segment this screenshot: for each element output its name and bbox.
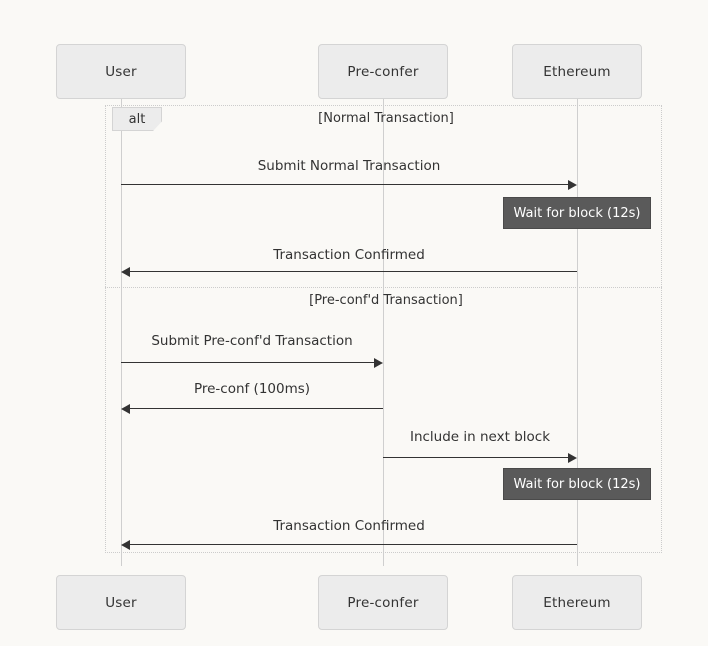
alt-frame-divider: [105, 287, 662, 288]
note-wait-for-block-2-label: Wait for block (12s): [513, 476, 641, 492]
message-text-submit-preconfd: Submit Pre-conf'd Transaction: [151, 333, 353, 349]
message-line-submit-normal: [121, 184, 568, 185]
actor-label-user-top: User: [105, 63, 137, 80]
note-wait-for-block-1: Wait for block (12s): [503, 197, 651, 229]
alt-branch-condition-2-label: [Pre-conf'd Transaction]: [309, 293, 463, 308]
message-label-transaction-confirmed-2: Transaction Confirmed: [121, 518, 577, 534]
alt-frame-tag: alt: [112, 107, 162, 131]
message-line-transaction-confirmed-2: [130, 544, 577, 545]
arrowhead-left-icon-preconf: [121, 404, 130, 414]
actor-label-preconfer-top: Pre-confer: [347, 63, 419, 80]
actor-box-ethereum-bottom[interactable]: Ethereum: [512, 575, 642, 630]
message-label-transaction-confirmed-1: Transaction Confirmed: [121, 247, 577, 263]
arrowhead-left-icon-transaction-confirmed-2: [121, 540, 130, 550]
message-text-preconf: Pre-conf (100ms): [193, 381, 311, 397]
arrowhead-right-icon-submit-normal: [568, 180, 577, 190]
lifeline-preconfer: [383, 99, 384, 566]
arrowhead-right-icon-include-next-block: [568, 453, 577, 463]
message-text-transaction-confirmed-1: Transaction Confirmed: [273, 247, 425, 263]
alt-frame: [105, 105, 662, 553]
note-wait-for-block-2: Wait for block (12s): [503, 468, 651, 500]
actor-label-ethereum-bottom: Ethereum: [543, 594, 611, 611]
message-label-submit-normal: Submit Normal Transaction: [121, 158, 577, 174]
alt-branch-condition-2: [Pre-conf'd Transaction]: [246, 293, 526, 308]
actor-box-ethereum-top[interactable]: Ethereum: [512, 44, 642, 99]
lifeline-ethereum: [577, 99, 578, 566]
message-label-submit-preconfd: Submit Pre-conf'd Transaction: [121, 333, 383, 349]
lifeline-user: [121, 99, 122, 566]
actor-box-user-top[interactable]: User: [56, 44, 186, 99]
actor-label-preconfer-bottom: Pre-confer: [347, 594, 419, 611]
actor-box-user-bottom[interactable]: User: [56, 575, 186, 630]
arrowhead-left-icon-transaction-confirmed-1: [121, 267, 130, 277]
message-line-submit-preconfd: [121, 362, 374, 363]
message-text-include-next-block: Include in next block: [409, 429, 551, 445]
message-line-transaction-confirmed-1: [130, 271, 577, 272]
actor-box-preconfer-bottom[interactable]: Pre-confer: [318, 575, 448, 630]
note-wait-for-block-1-label: Wait for block (12s): [513, 205, 641, 221]
message-line-include-next-block: [383, 457, 568, 458]
message-label-preconf: Pre-conf (100ms): [121, 381, 383, 397]
message-text-transaction-confirmed-2: Transaction Confirmed: [273, 518, 425, 534]
alt-frame-tag-label: alt: [128, 111, 146, 127]
actor-label-user-bottom: User: [105, 594, 137, 611]
arrowhead-right-icon-submit-preconfd: [374, 358, 383, 368]
alt-branch-condition-1-label: [Normal Transaction]: [318, 111, 454, 126]
actor-box-preconfer-top[interactable]: Pre-confer: [318, 44, 448, 99]
message-label-include-next-block: Include in next block: [383, 429, 577, 445]
alt-branch-condition-1: [Normal Transaction]: [246, 111, 526, 126]
message-line-preconf: [130, 408, 383, 409]
actor-label-ethereum-top: Ethereum: [543, 63, 611, 80]
message-text-submit-normal: Submit Normal Transaction: [257, 158, 441, 174]
